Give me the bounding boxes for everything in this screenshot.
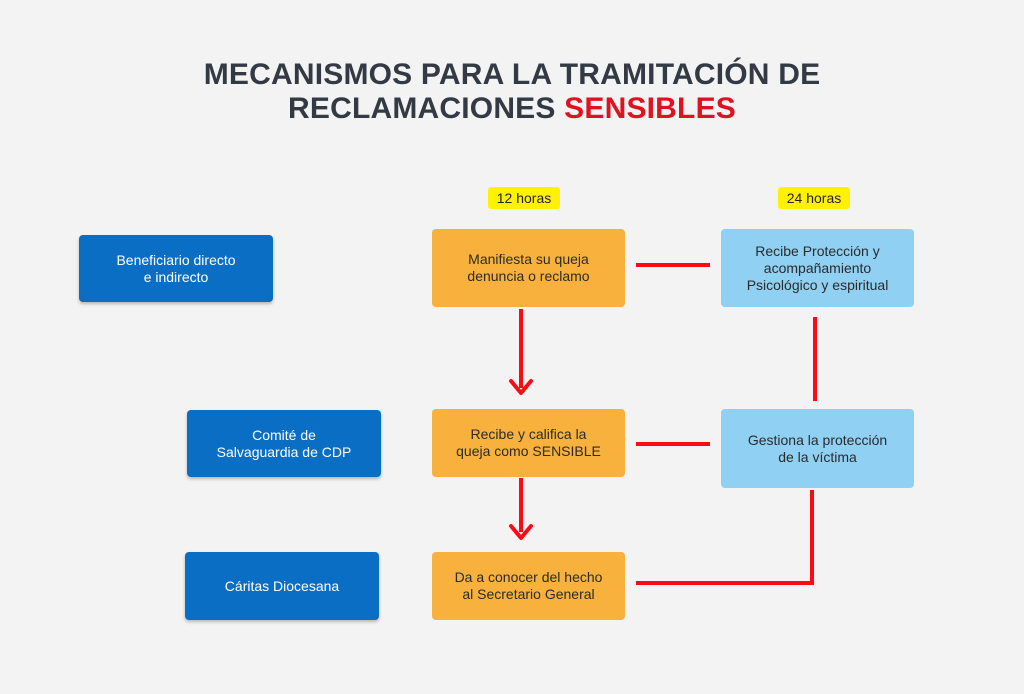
title-accent: SENSIBLES xyxy=(564,92,736,125)
title-line-1: MECANISMOS PARA LA TRAMITACIÓN DE xyxy=(203,58,821,91)
step-da-conocer-line-1: Da a conocer del hecho xyxy=(454,569,603,585)
step-da-conocer: Da a conocer del hecho al Secretario Gen… xyxy=(432,552,625,620)
actor-beneficiario-line-1: Beneficiario directo xyxy=(116,251,236,268)
actor-caritas: Cáritas Diocesana xyxy=(185,552,379,620)
outcome-gestiona-line-1: Gestiona la protección xyxy=(747,431,888,448)
actor-caritas-line-1: Cáritas Diocesana xyxy=(224,577,340,594)
actor-comite-line-2: Salvaguardia de CDP xyxy=(216,443,352,460)
arrow-2-head xyxy=(509,524,533,540)
step-recibe-califica-line-1: Recibe y califica la xyxy=(470,426,587,442)
actor-comite: Comité de Salvaguardia de CDP xyxy=(187,410,381,477)
actor-beneficiario: Beneficiario directo e indirecto xyxy=(79,235,273,302)
outcome-gestiona: Gestiona la protección de la víctima xyxy=(721,409,914,488)
step-manifiesta-line-2: denuncia o reclamo xyxy=(467,268,590,284)
step-da-conocer-line-2: al Secretario General xyxy=(462,586,595,602)
outcome-recibe-proteccion: Recibe Protección y acompañamiento Psico… xyxy=(721,229,914,307)
title-line-2: RECLAMACIONES SENSIBLES xyxy=(0,92,1024,126)
arrow-1-head xyxy=(509,379,533,395)
step-manifiesta-line-1: Manifiesta su queja xyxy=(468,251,589,267)
outcome-recibe-proteccion-line-1: Recibe Protección y xyxy=(755,242,880,259)
connector-da-conocer-to-gestiona xyxy=(636,490,814,585)
step-recibe-califica-line-2: queja como SENSIBLE xyxy=(456,443,601,459)
badge-24-horas: 24 horas xyxy=(778,187,850,209)
outcome-gestiona-line-2: de la víctima xyxy=(778,448,857,465)
outcome-recibe-proteccion-line-3: Psicológico y espiritual xyxy=(746,276,889,293)
actor-beneficiario-line-2: e indirecto xyxy=(143,268,209,285)
actor-comite-line-1: Comité de xyxy=(252,426,316,443)
step-recibe-califica: Recibe y califica la queja como SENSIBLE xyxy=(432,409,625,477)
outcome-recibe-proteccion-line-2: acompañamiento xyxy=(763,259,872,276)
page-title: MECANISMOS PARA LA TRAMITACIÓN DE RECLAM… xyxy=(0,58,1024,126)
step-manifiesta: Manifiesta su queja denuncia o reclamo xyxy=(432,229,625,307)
title-line-2-main: RECLAMACIONES xyxy=(288,92,556,125)
badge-12-horas: 12 horas xyxy=(488,187,560,209)
